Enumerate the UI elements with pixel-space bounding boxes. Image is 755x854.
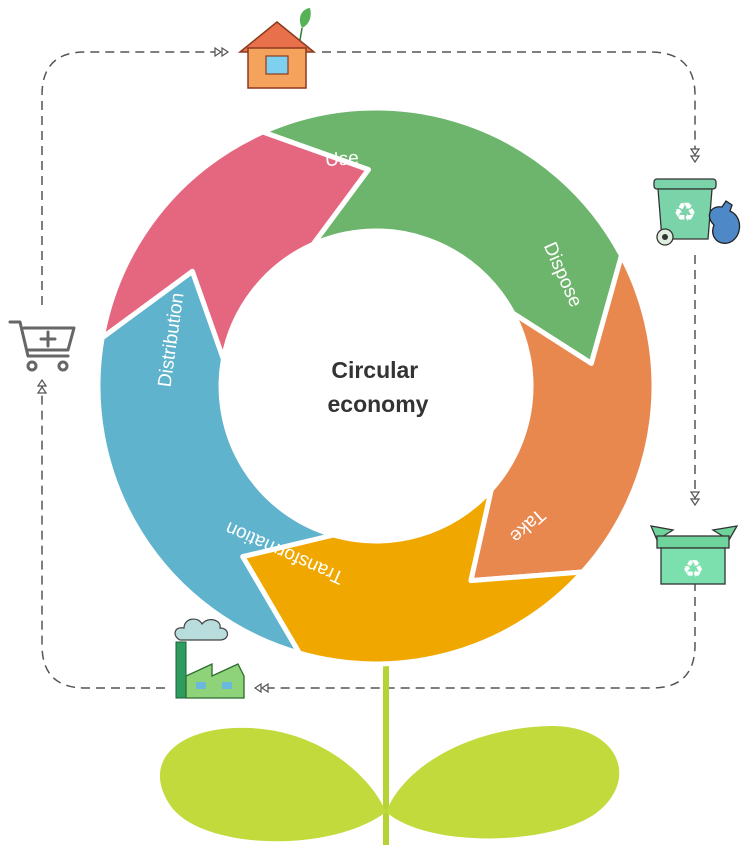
house-icon	[237, 8, 317, 89]
factory-icon	[174, 618, 245, 699]
segment-label-use: Use	[324, 148, 359, 171]
recycle-box-icon: ♻	[649, 525, 739, 585]
right-leaf	[386, 725, 620, 839]
svg-text:♻: ♻	[673, 198, 696, 228]
plant-stem	[383, 640, 389, 845]
svg-text:♻: ♻	[682, 555, 704, 583]
center-circle	[221, 231, 531, 541]
plant-leaves-icon	[159, 640, 620, 845]
recycle-bin-icon: ♻	[653, 178, 741, 246]
shopping-cart-icon	[8, 320, 76, 372]
dashed-cycle-path	[42, 52, 695, 688]
left-leaf	[159, 727, 386, 842]
center-title: Circular economy	[328, 357, 429, 417]
